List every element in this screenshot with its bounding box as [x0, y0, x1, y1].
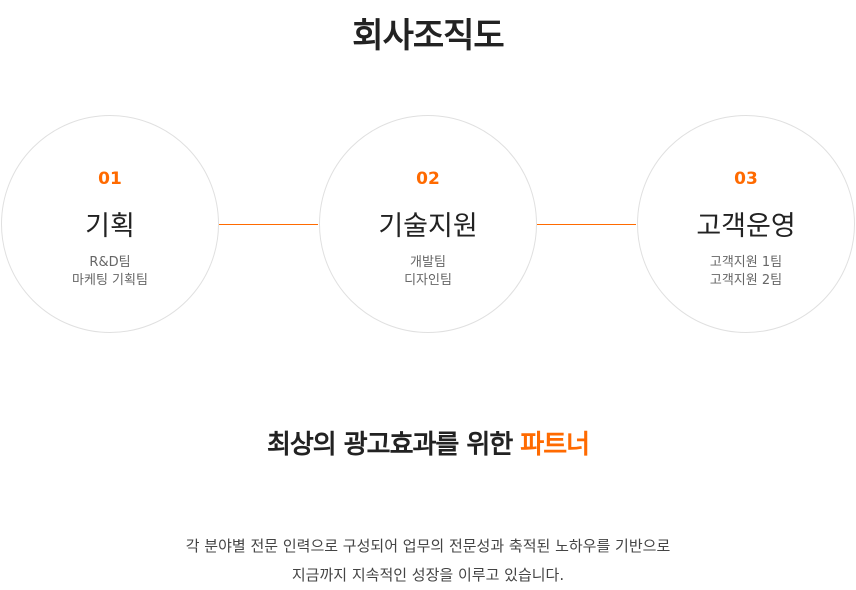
description: 각 분야별 전문 인력으로 구성되어 업무의 전문성과 축적된 노하우를 기반으…: [0, 532, 856, 590]
team-item: 마케팅 기획팀: [72, 273, 148, 288]
department-number: 03: [734, 169, 758, 189]
tagline-prefix: 최상의 광고효과를 위한: [266, 430, 521, 460]
description-line: 각 분야별 전문 인력으로 구성되어 업무의 전문성과 축적된 노하우를 기반으…: [185, 537, 671, 555]
department-number: 02: [416, 169, 440, 189]
team-list: R&D팀 마케팅 기획팀: [2, 254, 218, 290]
team-item: R&D팀: [89, 255, 131, 270]
page-title: 회사조직도: [352, 16, 504, 56]
connector-line: [219, 224, 318, 225]
tagline-highlight: 파트너: [520, 430, 590, 460]
team-item: 고객지원 1팀: [709, 255, 783, 270]
department-name: 기획: [85, 211, 135, 242]
team-item: 디자인팀: [404, 273, 452, 288]
tagline-heading: 최상의 광고효과를 위한 파트너: [0, 424, 856, 461]
department-card-customer-ops: 03 고객운영 고객지원 1팀 고객지원 2팀: [637, 115, 855, 333]
team-list: 개발팀 디자인팀: [320, 254, 536, 290]
department-card-planning: 01 기획 R&D팀 마케팅 기획팀: [1, 115, 219, 333]
team-item: 개발팀: [410, 255, 446, 270]
description-line: 지금까지 지속적인 성장을 이루고 있습니다.: [291, 566, 565, 584]
team-list: 고객지원 1팀 고객지원 2팀: [638, 254, 854, 290]
department-name: 고객운영: [696, 211, 796, 242]
connector-line: [537, 224, 636, 225]
department-card-tech-support: 02 기술지원 개발팀 디자인팀: [319, 115, 537, 333]
team-item: 고객지원 2팀: [709, 273, 783, 288]
department-name: 기술지원: [378, 211, 478, 242]
department-number: 01: [98, 169, 122, 189]
